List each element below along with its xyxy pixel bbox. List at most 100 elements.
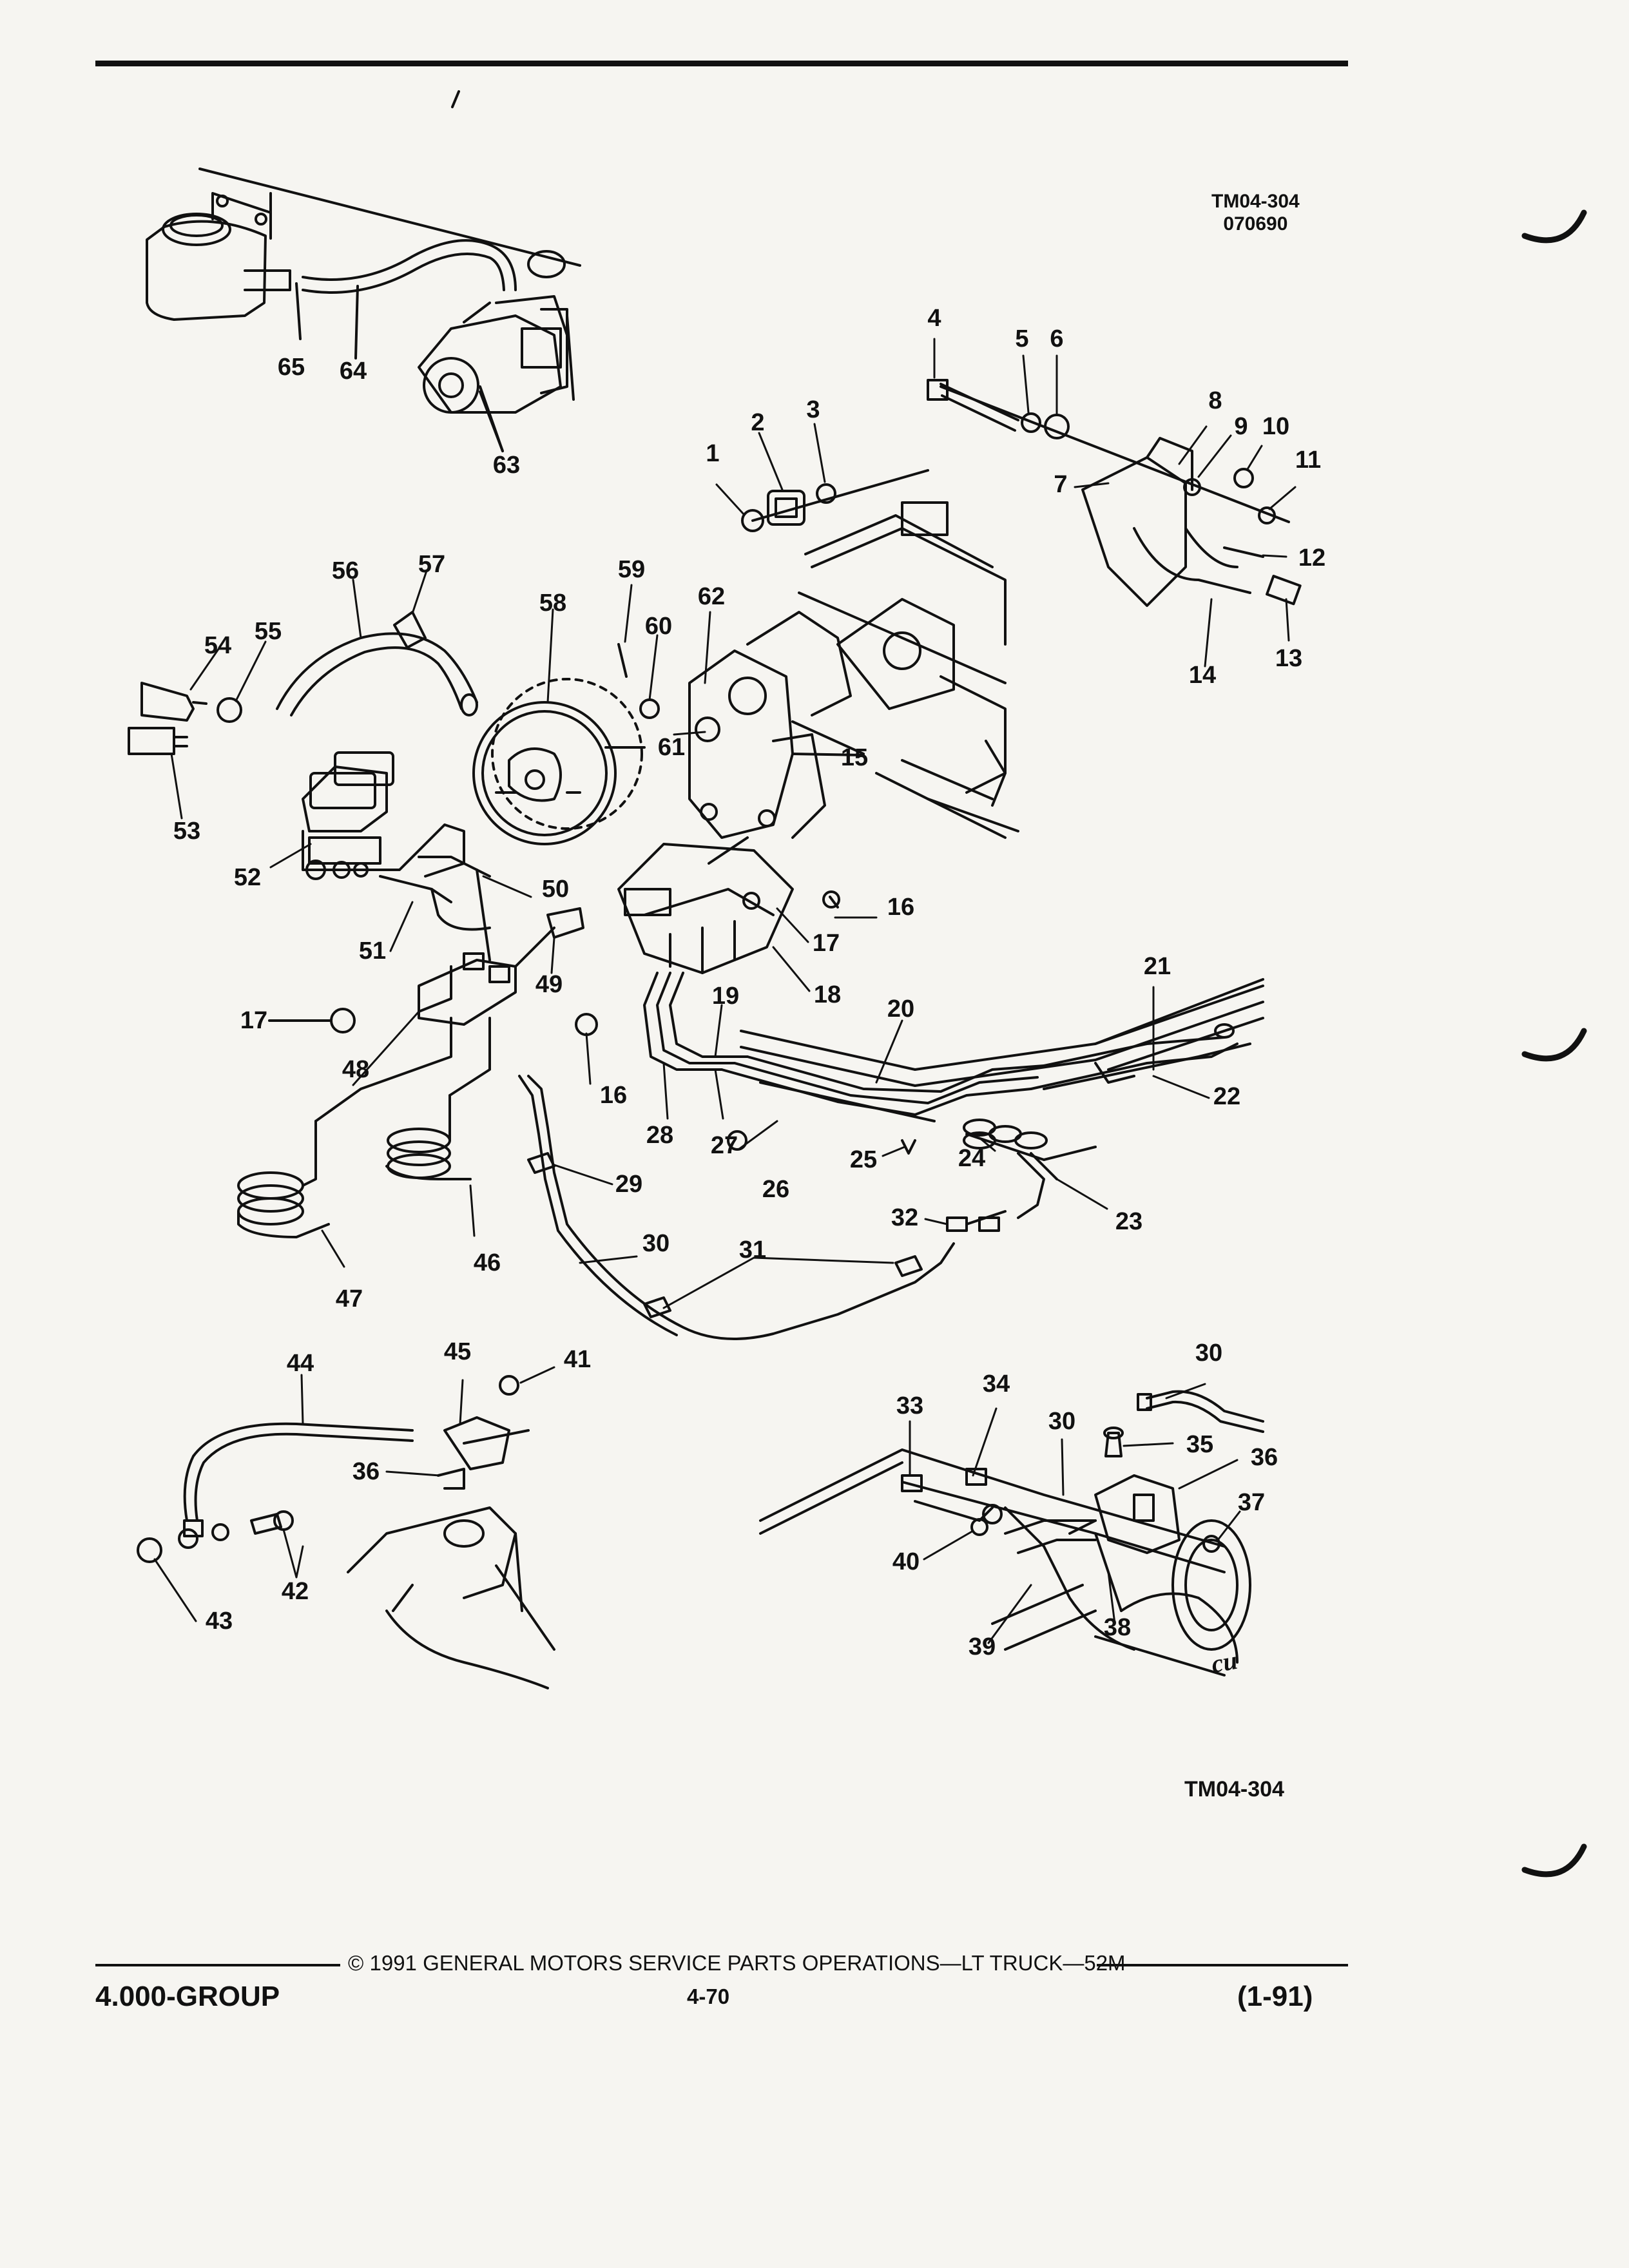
vacuum-booster-58 bbox=[472, 678, 646, 845]
callout-11: 11 bbox=[1295, 447, 1322, 474]
leader-63 bbox=[479, 390, 504, 452]
callout-23: 23 bbox=[1115, 1208, 1143, 1235]
front-brake-hose-44 bbox=[183, 1422, 414, 1537]
footer-copyright: © 1991 GENERAL MOTORS SERVICE PARTS OPER… bbox=[348, 1951, 1126, 1975]
callout-29: 29 bbox=[615, 1171, 643, 1198]
callout-41: 41 bbox=[563, 1346, 592, 1373]
bolt-16-lower-head bbox=[575, 1013, 598, 1036]
brake-lines-21-22 bbox=[1043, 1023, 1251, 1090]
junction-block-24 bbox=[963, 1119, 1048, 1149]
clip-31 bbox=[643, 1255, 923, 1318]
power-steering-reservoir bbox=[146, 192, 291, 321]
callout-25: 25 bbox=[849, 1146, 878, 1173]
clamp-55 bbox=[217, 697, 242, 723]
callout-42: 42 bbox=[281, 1578, 309, 1605]
callout-20: 20 bbox=[887, 995, 915, 1023]
callout-2: 2 bbox=[751, 409, 765, 436]
callout-30-bottom-right: 30 bbox=[1048, 1408, 1076, 1435]
callout-31: 31 bbox=[738, 1236, 767, 1264]
callout-32: 32 bbox=[891, 1204, 919, 1231]
callout-8: 8 bbox=[1208, 387, 1222, 414]
diagram-caption-code: TM04-304 bbox=[1184, 1777, 1284, 1802]
callout-17-left: 17 bbox=[240, 1007, 268, 1034]
callout-55: 55 bbox=[254, 618, 282, 645]
fitting-32 bbox=[946, 1210, 1007, 1232]
top-rule bbox=[95, 61, 1348, 66]
footer-page-number: 4-70 bbox=[687, 1984, 730, 2008]
bolt-41-head bbox=[499, 1375, 519, 1396]
bleeder-37 bbox=[1202, 1535, 1220, 1553]
junction-bracket-36 bbox=[1068, 1474, 1181, 1554]
leader-65 bbox=[295, 282, 302, 340]
callout-37: 37 bbox=[1237, 1489, 1266, 1516]
nut-26 bbox=[727, 1130, 747, 1151]
callout-64: 64 bbox=[339, 358, 367, 385]
callout-19: 19 bbox=[711, 983, 740, 1010]
check-valve-54 bbox=[140, 682, 207, 722]
footer-rule-left bbox=[95, 1964, 340, 1966]
callout-43: 43 bbox=[205, 1608, 233, 1635]
hose-bracket-45 bbox=[443, 1416, 530, 1470]
abs-module-18 bbox=[617, 836, 794, 974]
callout-49: 49 bbox=[535, 971, 563, 998]
figure-code: TM04-304 bbox=[1211, 191, 1300, 212]
callout-18: 18 bbox=[813, 981, 842, 1008]
pedal-axis-line bbox=[940, 385, 1290, 523]
hose-clamp-57 bbox=[393, 611, 427, 649]
callout-21: 21 bbox=[1143, 953, 1171, 980]
callout-26: 26 bbox=[762, 1176, 790, 1203]
washer-60 bbox=[639, 698, 660, 719]
callout-36-right: 36 bbox=[1250, 1444, 1278, 1471]
fitting-40 bbox=[970, 1518, 988, 1536]
washer-43c bbox=[211, 1523, 229, 1541]
callout-61: 61 bbox=[657, 734, 686, 761]
combination-valve-48 bbox=[418, 952, 517, 1026]
callout-24: 24 bbox=[958, 1145, 986, 1172]
washer-61 bbox=[695, 716, 720, 742]
callout-15: 15 bbox=[840, 744, 869, 771]
callout-9: 9 bbox=[1234, 413, 1248, 440]
booster-bracket-62 bbox=[688, 649, 826, 839]
clip-25 bbox=[901, 1139, 916, 1155]
callout-35: 35 bbox=[1186, 1431, 1214, 1458]
callout-7: 7 bbox=[1054, 471, 1068, 498]
callout-57: 57 bbox=[418, 551, 446, 578]
leader-64 bbox=[354, 285, 359, 360]
washer-5 bbox=[1021, 412, 1041, 433]
clip-36-left bbox=[437, 1468, 465, 1490]
callout-30-top-right: 30 bbox=[1195, 1340, 1223, 1367]
master-cylinder-52 bbox=[302, 751, 465, 880]
bolt-16-upper-head bbox=[822, 890, 840, 908]
washer-43b bbox=[178, 1528, 198, 1549]
nut-1 bbox=[741, 509, 764, 532]
callout-16-lower: 16 bbox=[599, 1082, 628, 1109]
coil-pipe-47 bbox=[237, 1017, 452, 1238]
reservoir-bracket-line bbox=[198, 168, 581, 267]
callout-63: 63 bbox=[492, 452, 521, 479]
callout-36-left: 36 bbox=[352, 1458, 380, 1485]
callout-6: 6 bbox=[1050, 325, 1064, 352]
hydraulic-booster-63 bbox=[418, 295, 575, 452]
frame-rail bbox=[740, 978, 1264, 1161]
callout-28: 28 bbox=[646, 1122, 674, 1149]
callout-1: 1 bbox=[706, 440, 720, 467]
callout-14: 14 bbox=[1188, 662, 1217, 689]
inspection-stamp: cu bbox=[1209, 1645, 1240, 1679]
callout-44: 44 bbox=[286, 1350, 314, 1377]
callout-47: 47 bbox=[335, 1285, 363, 1312]
callout-13: 13 bbox=[1275, 645, 1303, 672]
steering-knuckle bbox=[347, 1506, 555, 1689]
washer-3 bbox=[816, 483, 836, 504]
leader-15 bbox=[791, 753, 865, 756]
brake-pipes-50-51 bbox=[379, 856, 491, 961]
callout-4: 4 bbox=[927, 305, 941, 332]
callout-5: 5 bbox=[1015, 325, 1029, 352]
pin-59 bbox=[617, 643, 628, 678]
callout-39: 39 bbox=[968, 1633, 996, 1660]
callout-22: 22 bbox=[1213, 1083, 1241, 1110]
callout-34: 34 bbox=[982, 1370, 1010, 1398]
nut-10 bbox=[1233, 468, 1254, 488]
rear-hose-30-detail bbox=[1137, 1390, 1264, 1433]
callout-12: 12 bbox=[1298, 544, 1326, 572]
